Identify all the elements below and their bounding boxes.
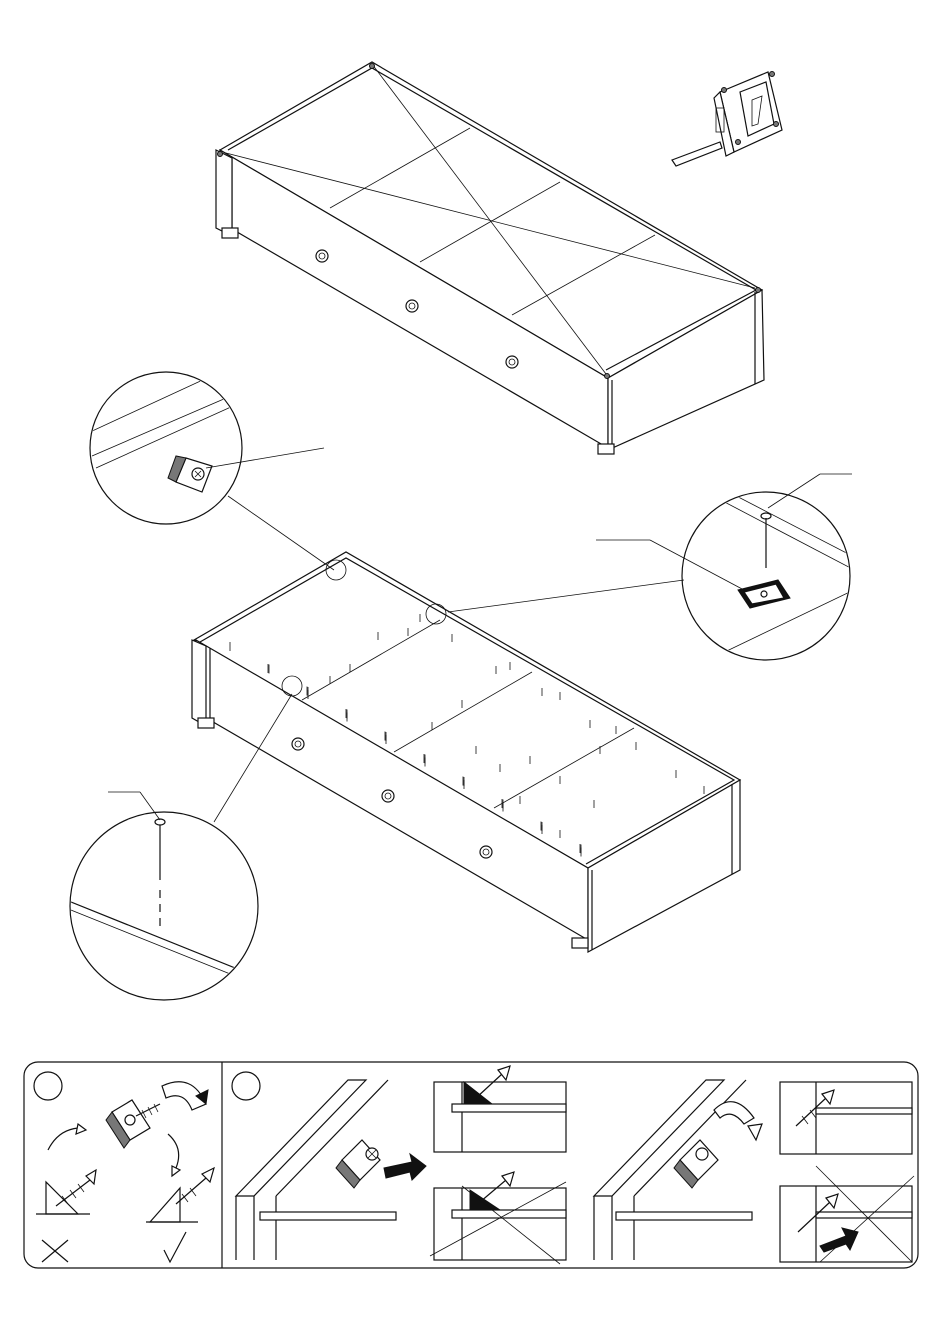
section-correct-2 xyxy=(780,1082,912,1154)
lower-cabinet xyxy=(192,552,740,952)
cross-mark xyxy=(430,1182,566,1264)
corner-bracket-icon xyxy=(46,1182,78,1214)
rotate-arrow-icon xyxy=(714,1102,754,1124)
push-arrow-icon xyxy=(820,1228,858,1252)
detail-clip-bracket xyxy=(426,472,862,660)
instruction-panel xyxy=(24,1062,918,1268)
section-wrong-2 xyxy=(780,1166,914,1262)
corner-bracket-icon xyxy=(150,1188,180,1222)
check-mark xyxy=(164,1232,186,1262)
upper-foot-right xyxy=(598,444,614,454)
upper-foot-left xyxy=(222,228,238,238)
rotate-arrow-icon xyxy=(48,1128,78,1150)
tape-measure-icon xyxy=(672,72,782,167)
step-1-badge xyxy=(34,1072,62,1100)
corner-bracket-icon xyxy=(336,1140,380,1188)
upper-cabinet xyxy=(216,62,764,454)
step-2-badge xyxy=(232,1072,260,1100)
step-2-section xyxy=(232,1066,914,1264)
section-wrong xyxy=(430,1172,566,1264)
rotate-arrow-icon xyxy=(168,1134,179,1168)
section-correct xyxy=(434,1066,566,1152)
cross-mark xyxy=(42,1240,68,1262)
detail-corner-bracket xyxy=(90,372,346,580)
step-1-section xyxy=(34,1072,214,1262)
screw-icon xyxy=(480,1172,514,1202)
screw-icon xyxy=(176,1168,214,1204)
push-arrow-icon xyxy=(384,1154,426,1180)
